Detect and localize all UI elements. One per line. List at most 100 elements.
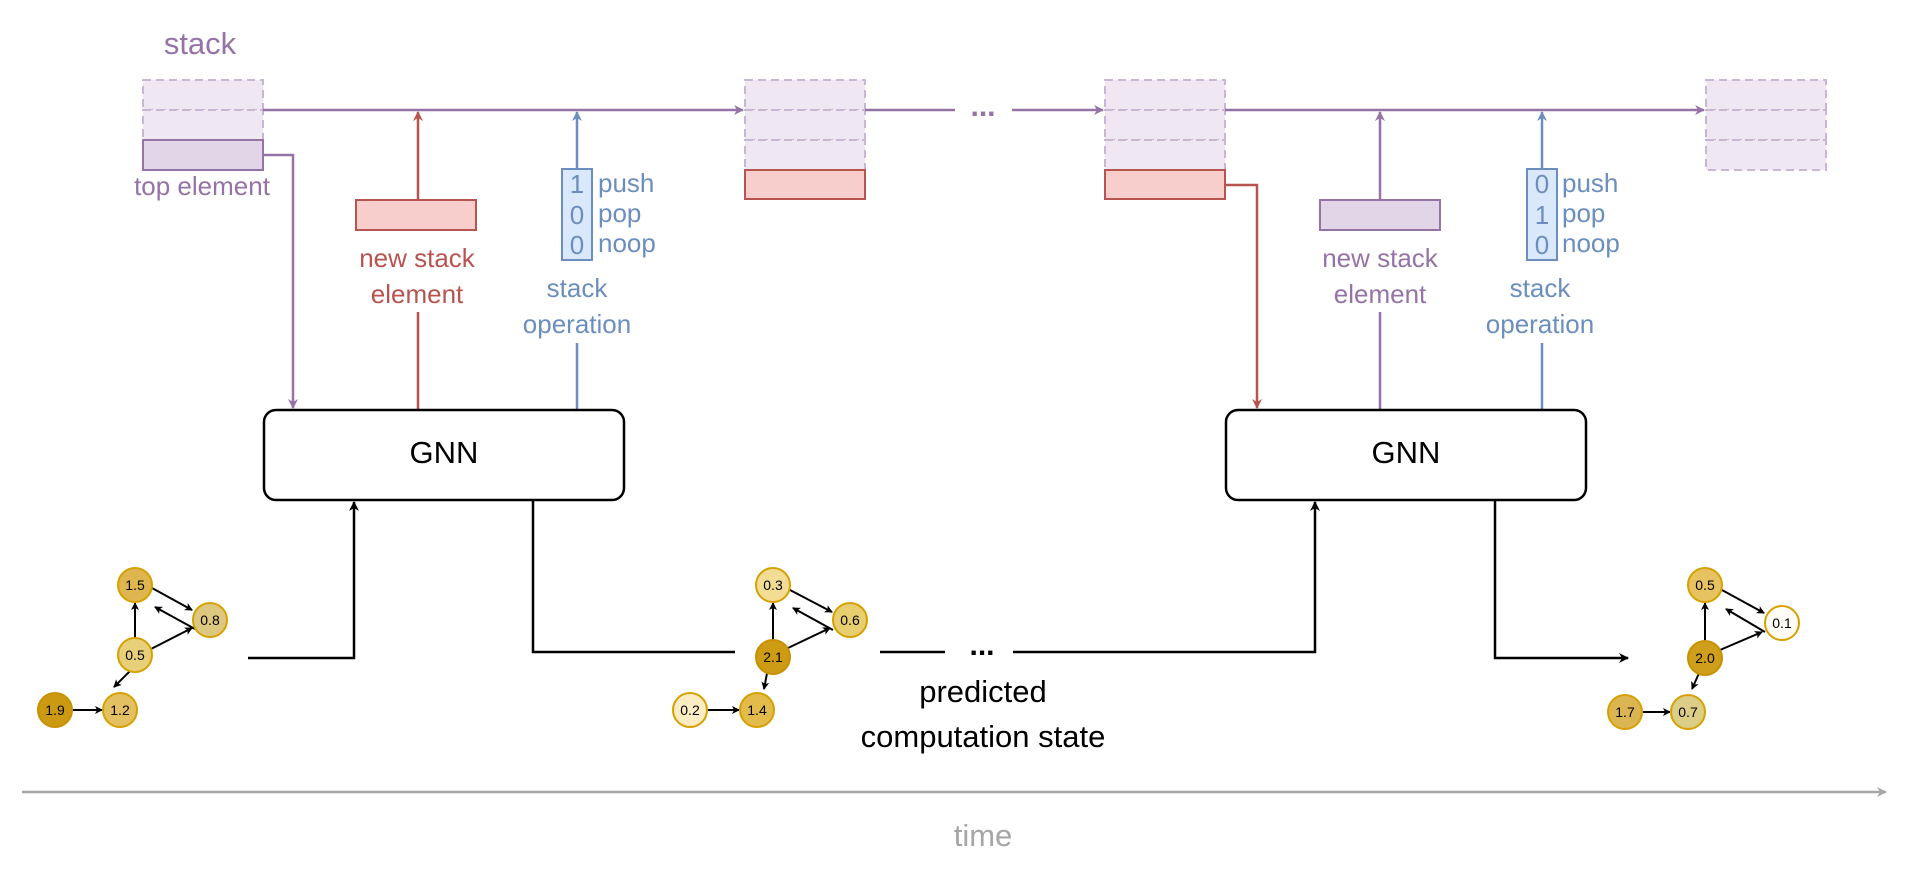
predicted-state-label-line1: predicted	[919, 674, 1047, 709]
graph-2: 0.3 0.6 2.1 0.2 1.4	[672, 567, 868, 728]
stack-operation-label-2-line1: stack	[1510, 273, 1572, 303]
graph-edge	[1725, 608, 1766, 633]
graph-edge	[789, 589, 833, 613]
graph-node: 2.1	[755, 639, 791, 675]
graph-edge	[787, 627, 831, 649]
graph-node: 0.7	[1670, 694, 1706, 730]
stack-op-value-1-noop: 0	[570, 230, 584, 260]
stack-2-slot	[744, 109, 866, 141]
new-stack-element-box-1	[355, 199, 477, 231]
time-axis-label: time	[954, 818, 1013, 853]
graph-node-value: 0.6	[840, 612, 860, 628]
graph-edge	[151, 587, 193, 611]
graph-node: 0.6	[832, 602, 868, 638]
graph-1-to-gnn-1-arrow	[248, 501, 359, 660]
graph-node: 0.5	[1687, 567, 1723, 603]
graph-node: 0.2	[672, 692, 708, 728]
stack-2-slot	[744, 139, 866, 171]
stack-title: stack	[164, 26, 237, 61]
stack-op-value-2-push: 0	[1535, 169, 1549, 199]
graph-node: 0.8	[192, 602, 228, 638]
stack-3-top-element	[1104, 169, 1226, 200]
stack-3-slot	[1104, 109, 1226, 141]
stack-op-value-2-noop: 0	[1535, 230, 1549, 260]
stack-2-slot	[744, 79, 866, 111]
graph-edge	[1721, 589, 1765, 614]
graph-node-value: 0.2	[680, 702, 700, 718]
stack-4-slot	[1705, 139, 1827, 171]
graph-node-value: 0.3	[763, 577, 783, 593]
graph-node-value: 1.5	[125, 577, 145, 593]
stack-1-slot	[142, 109, 264, 141]
graph-node: 1.7	[1607, 694, 1643, 730]
pop-label-2: pop	[1562, 198, 1605, 228]
graph-node-value: 1.7	[1615, 704, 1635, 720]
stack-3-slot	[1104, 139, 1226, 171]
stack-4-slot	[1705, 109, 1827, 141]
new-stack-element-label-2-line2: element	[1334, 279, 1427, 309]
graph-edge	[113, 670, 131, 688]
predicted-state-ellipsis: ...	[969, 629, 994, 662]
graph-1: 1.5 0.8 0.5 1.9 1.2	[37, 567, 228, 728]
stack-2-pushed-element	[744, 169, 866, 200]
noop-label-2: noop	[1562, 228, 1620, 258]
predicted-state-label-line2: computation state	[861, 719, 1106, 754]
gnn-block-1	[262, 408, 626, 502]
stack-1	[142, 79, 264, 171]
push-label-2: push	[1562, 168, 1618, 198]
stack-op-vector-2	[1526, 168, 1558, 261]
graph-node-value: 0.5	[1695, 577, 1715, 593]
new-stack-element-label-2-line1: new stack	[1322, 243, 1439, 273]
top-element-to-gnn-1-arrow	[263, 153, 298, 409]
graph-node: 0.1	[1764, 605, 1800, 641]
stack-3	[1104, 79, 1226, 200]
new-stack-element-label-1-line2: element	[371, 279, 464, 309]
gnn-label-2: GNN	[1372, 435, 1441, 470]
gnn-2-output-arrow	[1493, 500, 1629, 663]
graph-node-value: 0.1	[1772, 615, 1792, 631]
stack-op-value-1-pop: 0	[570, 200, 584, 230]
stack-operation-label-1-line1: stack	[547, 273, 609, 303]
pop-label-1: pop	[598, 198, 641, 228]
stack-operation-label-2-line2: operation	[1486, 309, 1594, 339]
gnn-block-2	[1224, 408, 1588, 502]
stack-op-value-2-pop: 1	[1535, 200, 1549, 230]
graph-node: 1.9	[37, 692, 73, 728]
graph-node: 0.3	[755, 567, 791, 603]
graph-3: 0.5 0.1 2.0 1.7 0.7	[1607, 567, 1800, 730]
graph-node: 1.5	[117, 567, 153, 603]
graph-node: 0.5	[117, 637, 153, 673]
stack-op-vector-1	[561, 168, 593, 261]
graph-node-value: 0.5	[125, 647, 145, 663]
push-label-1: push	[598, 168, 654, 198]
noop-label-1: noop	[598, 228, 656, 258]
predicted-state-to-gnn-2-arrow	[1013, 501, 1320, 654]
graph-node: 2.0	[1687, 640, 1723, 676]
gnn-label-1: GNN	[410, 435, 479, 470]
new-stack-element-box-2	[1319, 199, 1441, 231]
stack-operation-label-1-line2: operation	[523, 309, 631, 339]
graph-node: 1.2	[102, 692, 138, 728]
stack-1-slot	[142, 79, 264, 111]
graph-edge	[792, 607, 834, 631]
graph-edge	[1719, 631, 1763, 651]
graph-node-value: 1.4	[747, 702, 767, 718]
stack-timeline-ellipsis: ...	[970, 90, 995, 123]
graph-node-value: 1.2	[110, 702, 130, 718]
stack-4-slot	[1705, 79, 1827, 111]
stack-1-top-element	[142, 139, 264, 171]
graph-node: 1.4	[739, 692, 775, 728]
graph-node-value: 0.7	[1678, 704, 1698, 720]
stack-2	[744, 79, 866, 200]
top-element-to-gnn-2-arrow	[1225, 183, 1262, 409]
stack-4	[1705, 79, 1827, 171]
stack-op-value-1-push: 1	[570, 169, 584, 199]
graph-edge	[148, 627, 193, 651]
graph-node-value: 1.9	[45, 702, 65, 718]
graph-edge	[154, 606, 196, 630]
graph-node-value: 0.8	[200, 612, 220, 628]
graph-node-value: 2.1	[763, 649, 783, 665]
gnn-1-output-line	[531, 500, 735, 654]
graph-node-value: 2.0	[1695, 650, 1715, 666]
